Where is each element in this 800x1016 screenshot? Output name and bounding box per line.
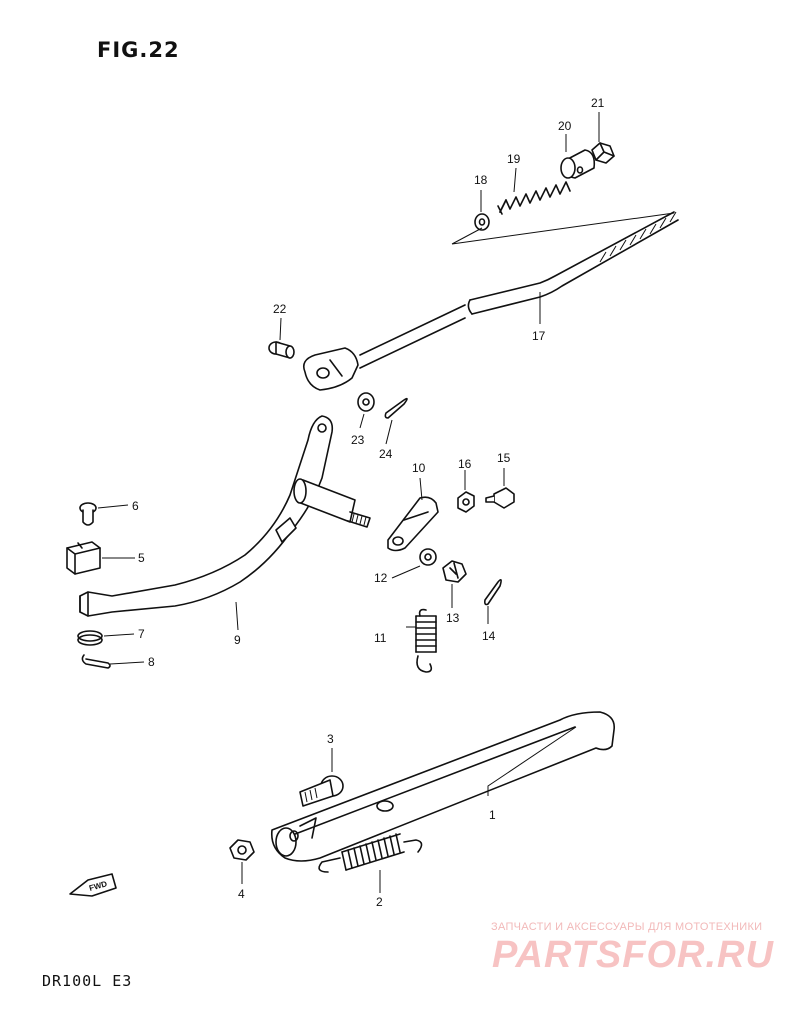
callout-16: 16	[458, 457, 472, 471]
part-14-cotter-pin	[484, 578, 502, 606]
callout-14: 14	[482, 629, 496, 643]
part-3-pivot-bolt	[299, 775, 344, 807]
fwd-arrow-icon: FWD	[69, 873, 117, 897]
part-4-nut	[229, 839, 255, 861]
part-17-brake-rod	[302, 211, 679, 391]
part-1-side-stand	[270, 711, 616, 862]
callout-9: 9	[234, 633, 241, 647]
callouts: 1 2 3 4 5 6 7 8 9 10 11 12 13 14 15 16 1…	[132, 96, 605, 909]
callout-12: 12	[374, 571, 388, 585]
part-12-washer	[419, 548, 437, 566]
callout-10: 10	[412, 461, 426, 475]
part-23-washer	[357, 392, 375, 412]
callout-4: 4	[238, 887, 245, 901]
callout-15: 15	[497, 451, 511, 465]
callout-2: 2	[376, 895, 383, 909]
part-11-spring	[415, 608, 437, 673]
part-9-brake-pedal	[79, 415, 371, 617]
part-7-spring-washer	[77, 630, 103, 646]
callout-18: 18	[474, 173, 488, 187]
part-5-clamp	[66, 541, 101, 575]
watermark-subtitle: ЗАПЧАСТИ И АКСЕССУАРЫ ДЛЯ МОТОТЕХНИКИ	[491, 921, 763, 933]
callout-8: 8	[148, 655, 155, 669]
callout-5: 5	[138, 551, 145, 565]
part-21-nut	[591, 142, 615, 164]
model-label: DR100L E3	[42, 972, 133, 990]
part-10-brake-arm	[387, 496, 439, 552]
part-18-washer	[474, 213, 490, 231]
figure-title: FIG.22	[97, 38, 180, 62]
part-19-spring	[497, 181, 571, 215]
callout-6: 6	[132, 499, 139, 513]
part-16-nut	[457, 491, 475, 513]
callout-22: 22	[273, 302, 287, 316]
part-20-joint	[560, 149, 596, 179]
callout-23: 23	[351, 433, 365, 447]
callout-21: 21	[591, 96, 605, 110]
part-2-stand-spring	[318, 833, 423, 873]
callout-3: 3	[327, 732, 334, 746]
part-24-cotter-pin	[384, 397, 408, 419]
part-22-clevis-pin	[268, 341, 295, 359]
callout-19: 19	[507, 152, 521, 166]
part-6-bolt	[79, 502, 97, 526]
part-8-cotter-pin	[81, 654, 111, 669]
callout-13: 13	[446, 611, 460, 625]
part-15-bolt	[485, 487, 515, 509]
watermark-brand: PARTSFOR.RU	[492, 934, 774, 976]
callout-24: 24	[379, 447, 393, 461]
callout-17: 17	[532, 329, 546, 343]
callout-20: 20	[558, 119, 572, 133]
callout-1: 1	[489, 808, 496, 822]
part-13-castle-nut	[442, 560, 467, 583]
leader-lines	[97, 112, 600, 893]
callout-7: 7	[138, 627, 145, 641]
callout-11: 11	[374, 631, 387, 645]
